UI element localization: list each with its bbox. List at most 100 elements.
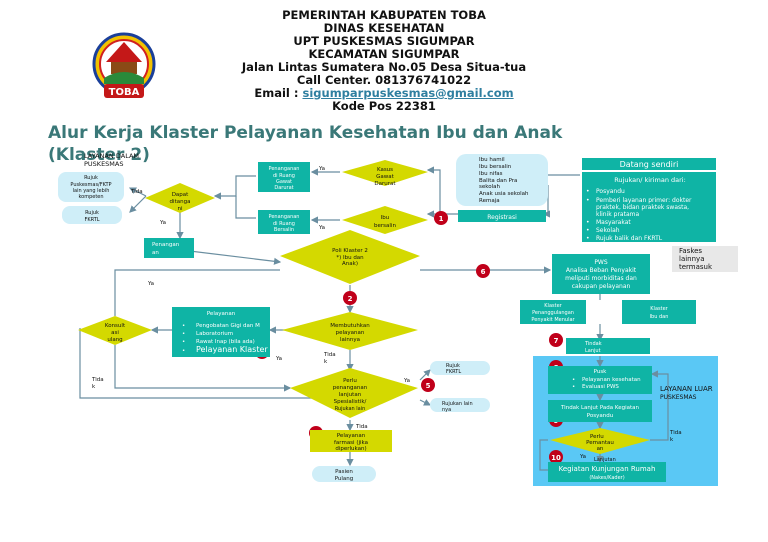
header-email-link[interactable]: sigumparpuskesmas@gmail.com: [302, 86, 514, 100]
title-line-2: (Klaster 2): [48, 145, 150, 165]
pusk-bullet: •: [572, 384, 575, 390]
tidak-label: Tida: [91, 377, 104, 383]
penanganan-igd-text: di Ruang: [273, 173, 295, 179]
poli-klaster-text: *) Ibu dan: [336, 255, 364, 261]
sasaran-item: Ibu hamil: [479, 157, 505, 163]
ibu-bersalin-text: bersalin: [374, 223, 396, 229]
rujuk-fkrtl-left-text: FKRTL: [84, 217, 99, 223]
rujukan-list: •Posyandu •Pemberi layanan primer: dokte…: [586, 188, 692, 242]
tindak-posyandu-text: Posyandu: [587, 413, 613, 419]
rujuk-fkrtl-right-text: Rujuk: [446, 363, 460, 369]
faskes-lain-text: lainnya: [679, 255, 704, 263]
pelayanan-farmasi-box: [310, 430, 392, 452]
registrasi-text: Registrasi: [487, 214, 517, 221]
pelayanan-bullet: •: [182, 348, 185, 354]
kasus-gawat-text: Darurat: [374, 181, 396, 187]
header-call-center: Call Center. 081376741022: [296, 73, 472, 87]
ya-label: Ya: [318, 166, 325, 172]
perlu-pemantauan-diamond: [550, 428, 650, 454]
letterhead: PEMERINTAH KABUPATEN TOBA DINAS KESEHATA…: [0, 9, 768, 113]
header-email-label: Email :: [254, 86, 303, 100]
step-number: 6: [481, 268, 486, 276]
pws-text: Analisa Beban Penyakit: [566, 267, 637, 274]
rujuk-fkrtl-right-box: [430, 361, 490, 375]
tidak-label: Tida: [130, 189, 143, 195]
rujuk-fktp-text: lain yang lebih: [73, 188, 110, 194]
rujuk-fkrtl-left-box: [62, 206, 122, 224]
tidak-label: Tida: [669, 430, 682, 436]
butuh-pelayanan-text: lainnya: [340, 337, 360, 343]
step-number: 5: [426, 382, 431, 390]
perlu-spesialistik-diamond: [290, 368, 418, 418]
penanganan-small-box: [144, 238, 194, 258]
konsultasi-text: ulang: [107, 337, 122, 343]
penanganan-igd-text: Gawat: [276, 179, 292, 185]
farmasi-text: farmasi (jika: [334, 440, 368, 446]
ya-label: Ya: [318, 225, 325, 231]
step-badge-1: [434, 211, 448, 225]
header-district: KECAMATAN SIGUMPAR: [308, 47, 460, 61]
tidak-suffix: k: [670, 437, 674, 443]
pelayanan-item: Laboratorium: [196, 331, 233, 337]
sasaran-item: sekolah: [479, 184, 501, 190]
tidak-suffix: k: [324, 359, 328, 365]
step-badge-10: [549, 450, 563, 464]
klaster-ibu-box: [622, 300, 696, 324]
header-email-line: Email : sigumparpuskesmas@gmail.com: [0, 87, 768, 100]
ibu-bersalin-text: Ibu: [381, 215, 390, 221]
sasaran-item: Anak usia sekolah: [479, 191, 529, 197]
dapat-ditangani-text: ditanga: [170, 199, 191, 205]
konsultasi-text: Konsult: [105, 323, 126, 329]
layanan-dalam-label: LAYANAN DALAM: [84, 152, 139, 160]
pusk-box: [548, 366, 652, 394]
pws-text: meliputi morbiditas dan: [565, 275, 637, 282]
rujukan-bullet: •: [586, 227, 590, 234]
kasus-gawat-text: Gawat: [376, 174, 395, 180]
rujukan-lain-text: Rujukan lain: [442, 401, 473, 407]
pelayanan-item: Pengobatan Gigi dan M: [196, 323, 260, 329]
pelayanan-title: Pelayanan: [207, 311, 236, 317]
header-puskesmas: UPT PUSKESMAS SIGUMPAR: [293, 34, 475, 48]
poli-klaster-text: Poli Klaster 2: [332, 248, 368, 254]
spesialistik-text: Rujukan lain: [335, 406, 366, 412]
step-number: 7: [554, 337, 559, 345]
rujukan-bullet: •: [586, 188, 590, 195]
kunjungan-rumah-box: [548, 462, 666, 482]
datang-sendiri-text: Datang sendiri: [620, 160, 679, 169]
logo-text: TOBA: [109, 87, 140, 98]
spesialistik-text: lanjutan: [339, 392, 362, 398]
klaster-ibu-text: Ibu dan: [650, 314, 669, 320]
sasaran-list: Ibu hamil Ibu bersalin Ibu nifas Balita …: [479, 157, 529, 204]
kasus-gawat-text: Kasus: [377, 167, 393, 173]
penanganan-bersalin-text: di Ruang: [273, 221, 295, 227]
tidak-label: Tida: [355, 424, 368, 430]
pelayanan-list: •Pengobatan Gigi dan M •Laboratorium •Ra…: [182, 323, 268, 354]
konsultasi-diamond: [78, 316, 152, 345]
step-badge-7: [549, 333, 563, 347]
dapat-ditangani-diamond: [145, 183, 215, 213]
rujukan-box: [582, 172, 716, 242]
rujukan-item: praktek, bidan praktek swasta,: [596, 204, 689, 211]
pws-text: PWS: [594, 259, 608, 266]
pemantauan-text: Perlu: [590, 434, 604, 440]
pusk-title: Pusk: [594, 369, 608, 375]
klaster-ibu-text: Klaster: [650, 306, 668, 312]
tindak-lanjut-box: [566, 338, 650, 354]
spesialistik-text: Spesialistik/: [334, 399, 367, 405]
poli-klaster-text: Anak): [342, 261, 358, 267]
step-badge-5: [421, 378, 435, 392]
tindak-lanjut-text: Tindak: [584, 341, 602, 347]
pws-box: [552, 254, 650, 294]
rujukan-title: Rujukan/ kiriman dari:: [614, 176, 686, 184]
pemantauan-text: Lanjutan: [594, 457, 616, 463]
step-number: 10: [551, 454, 561, 462]
butuh-pelayanan-diamond: [282, 312, 418, 350]
pasien-pulang-text: Pasien: [335, 469, 353, 475]
header-postal-code: Kode Pos 22381: [332, 99, 436, 113]
layanan-luar-label: PUSKESMAS: [660, 394, 697, 401]
poli-klaster-diamond: [280, 230, 420, 284]
pelayanan-bullet: •: [182, 331, 185, 337]
dapat-ditangani-text: ni: [177, 206, 182, 212]
pelayanan-box: [172, 307, 270, 357]
rujukan-item: Masyarakat: [596, 219, 631, 226]
